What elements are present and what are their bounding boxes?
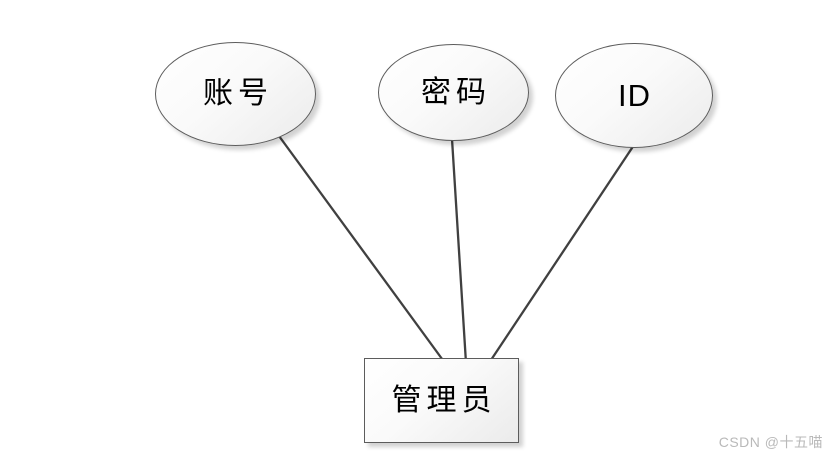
attribute-label-account: 账号 xyxy=(203,77,273,110)
entity-label-admin: 管理员 xyxy=(391,383,497,417)
attribute-ellipse-password: 密码 xyxy=(378,44,529,141)
connector-account-to-admin xyxy=(278,135,446,364)
attribute-label-password: 密码 xyxy=(421,75,491,109)
attribute-label-id: ID xyxy=(618,78,651,113)
watermark-text: CSDN @十五喵 xyxy=(718,434,823,450)
connector-id-to-admin xyxy=(488,144,635,364)
connector-password-to-admin xyxy=(450,138,468,364)
attribute-ellipse-id: ID xyxy=(555,43,713,148)
entity-rect-admin: 管理员 xyxy=(364,358,519,443)
attribute-ellipse-account: 账号 xyxy=(155,42,316,146)
